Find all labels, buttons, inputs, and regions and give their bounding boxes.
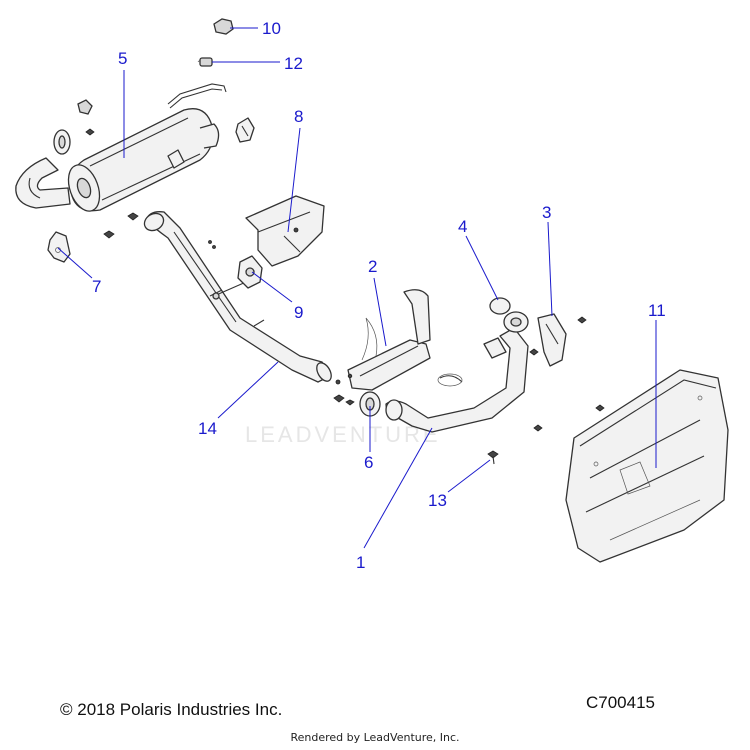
part-top-bracket (235, 117, 255, 143)
part-large-heat-shield (533, 369, 729, 563)
callout-8: 8 (294, 107, 303, 126)
callout-1: 1 (356, 553, 365, 572)
callout-11: 11 (648, 301, 666, 320)
callouts: 10 12 5 8 7 9 2 4 3 11 14 6 13 (57, 19, 666, 572)
watermark: LEADVENTURE (245, 422, 441, 447)
callout-12: 12 (284, 54, 303, 73)
part-mounting-bracket (245, 195, 325, 267)
copyright-text: © 2018 Polaris Industries Inc. (60, 700, 283, 719)
part-muffler-bracket (47, 212, 139, 263)
part-nut (213, 18, 234, 35)
callout-7: 7 (92, 277, 101, 296)
callout-4: 4 (458, 217, 467, 236)
part-gasket-clamp (489, 297, 529, 333)
callout-2: 2 (368, 257, 377, 276)
part-isolator (237, 255, 263, 289)
rendered-by-text: Rendered by LeadVenture, Inc. (290, 731, 460, 744)
callout-13: 13 (428, 491, 447, 510)
callout-3: 3 (542, 203, 551, 222)
part-mid-pipe (143, 211, 332, 383)
callout-10: 10 (262, 19, 281, 38)
part-small-heat-shield (335, 289, 431, 391)
part-bolt (487, 450, 499, 465)
callout-5: 5 (118, 49, 127, 68)
callout-14: 14 (198, 419, 217, 438)
part-shield-bracket (529, 313, 587, 367)
part-spring (197, 57, 213, 67)
part-muffler (15, 83, 227, 212)
callout-9: 9 (294, 303, 303, 322)
part-pipe-springs (333, 373, 355, 406)
drawing-id: C700415 (586, 693, 656, 712)
callout-6: 6 (364, 453, 373, 472)
